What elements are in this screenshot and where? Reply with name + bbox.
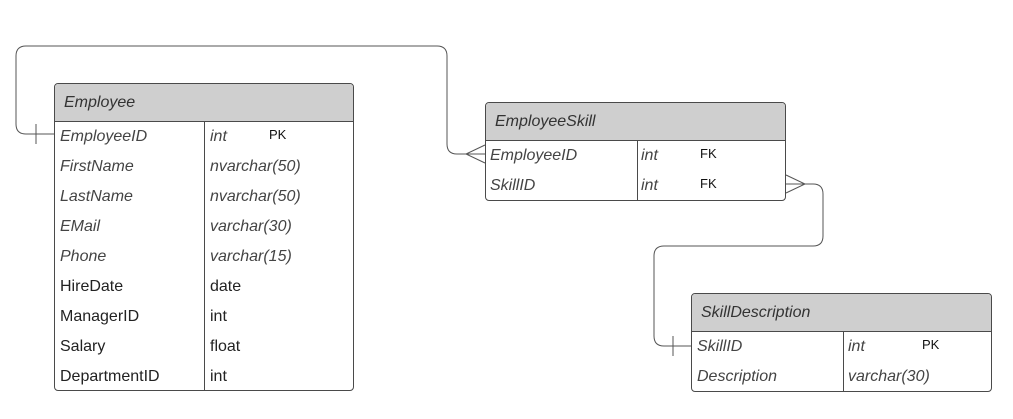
column-type: int [848, 338, 865, 355]
column-name: EMail [60, 218, 101, 235]
column-type: int [210, 128, 227, 145]
column-name: EmployeeID [490, 147, 578, 164]
column-row[interactable]: Phone varchar(15) [55, 242, 353, 272]
column-row[interactable]: LastName nvarchar(50) [55, 182, 353, 212]
column-row[interactable]: Salary float [55, 332, 353, 362]
column-type: nvarchar(50) [210, 188, 301, 205]
entity-employeeskill[interactable]: EmployeeSkill EmployeeID int FK SkillID … [485, 102, 786, 201]
column-name: Phone [60, 248, 107, 265]
column-type: varchar(30) [848, 368, 930, 385]
column-key: FK [700, 176, 717, 191]
column-row[interactable]: DepartmentID int [55, 362, 353, 390]
entity-columns: EmployeeID int PK FirstName nvarchar(50)… [55, 122, 353, 390]
column-type: varchar(30) [210, 218, 292, 235]
column-type: int [641, 147, 658, 164]
column-key: PK [269, 127, 287, 142]
crowfoot-marker-employeeskill [464, 144, 486, 164]
column-divider [843, 332, 844, 391]
column-row[interactable]: SkillID int FK [486, 171, 785, 200]
column-key: FK [700, 146, 717, 161]
entity-skilldescription[interactable]: SkillDescription SkillID int PK Descript… [691, 293, 992, 392]
column-name: LastName [60, 188, 133, 205]
column-type: int [641, 177, 658, 194]
column-name: DepartmentID [60, 368, 160, 385]
column-type: int [210, 308, 227, 325]
column-row[interactable]: EmployeeID int FK [486, 141, 785, 171]
column-divider [637, 141, 638, 200]
column-name: ManagerID [60, 308, 140, 325]
entity-title: EmployeeSkill [486, 103, 785, 141]
column-row[interactable]: HireDate date [55, 272, 353, 302]
column-name: SkillID [490, 177, 536, 194]
entity-columns: EmployeeID int FK SkillID int FK [486, 141, 785, 200]
column-name: SkillID [697, 338, 743, 355]
column-row[interactable]: Description varchar(30) [692, 362, 991, 391]
column-type: float [210, 338, 241, 355]
column-key: PK [922, 337, 940, 352]
column-type: varchar(15) [210, 248, 292, 265]
column-name: Salary [60, 338, 106, 355]
column-row[interactable]: EMail varchar(30) [55, 212, 353, 242]
column-name: HireDate [60, 278, 124, 295]
crowfoot-marker-employeeskill-skillid [785, 174, 807, 194]
column-divider [204, 122, 205, 390]
column-row[interactable]: FirstName nvarchar(50) [55, 152, 353, 182]
column-row[interactable]: EmployeeID int PK [55, 122, 353, 152]
column-row[interactable]: ManagerID int [55, 302, 353, 332]
relationship-line-employeeskill-skilldescription[interactable] [653, 183, 824, 347]
column-row[interactable]: SkillID int PK [692, 332, 991, 362]
column-name: FirstName [60, 158, 134, 175]
entity-title: Employee [55, 84, 353, 122]
relationship-line-employee-employeeskill[interactable] [15, 45, 485, 155]
column-type: int [210, 368, 227, 385]
column-type: date [210, 278, 242, 295]
column-name: Description [697, 368, 778, 385]
entity-columns: SkillID int PK Description varchar(30) [692, 332, 991, 391]
entity-title: SkillDescription [692, 294, 991, 332]
column-name: EmployeeID [60, 128, 148, 145]
entity-employee[interactable]: Employee EmployeeID int PK FirstName nva… [54, 83, 354, 391]
column-type: nvarchar(50) [210, 158, 301, 175]
